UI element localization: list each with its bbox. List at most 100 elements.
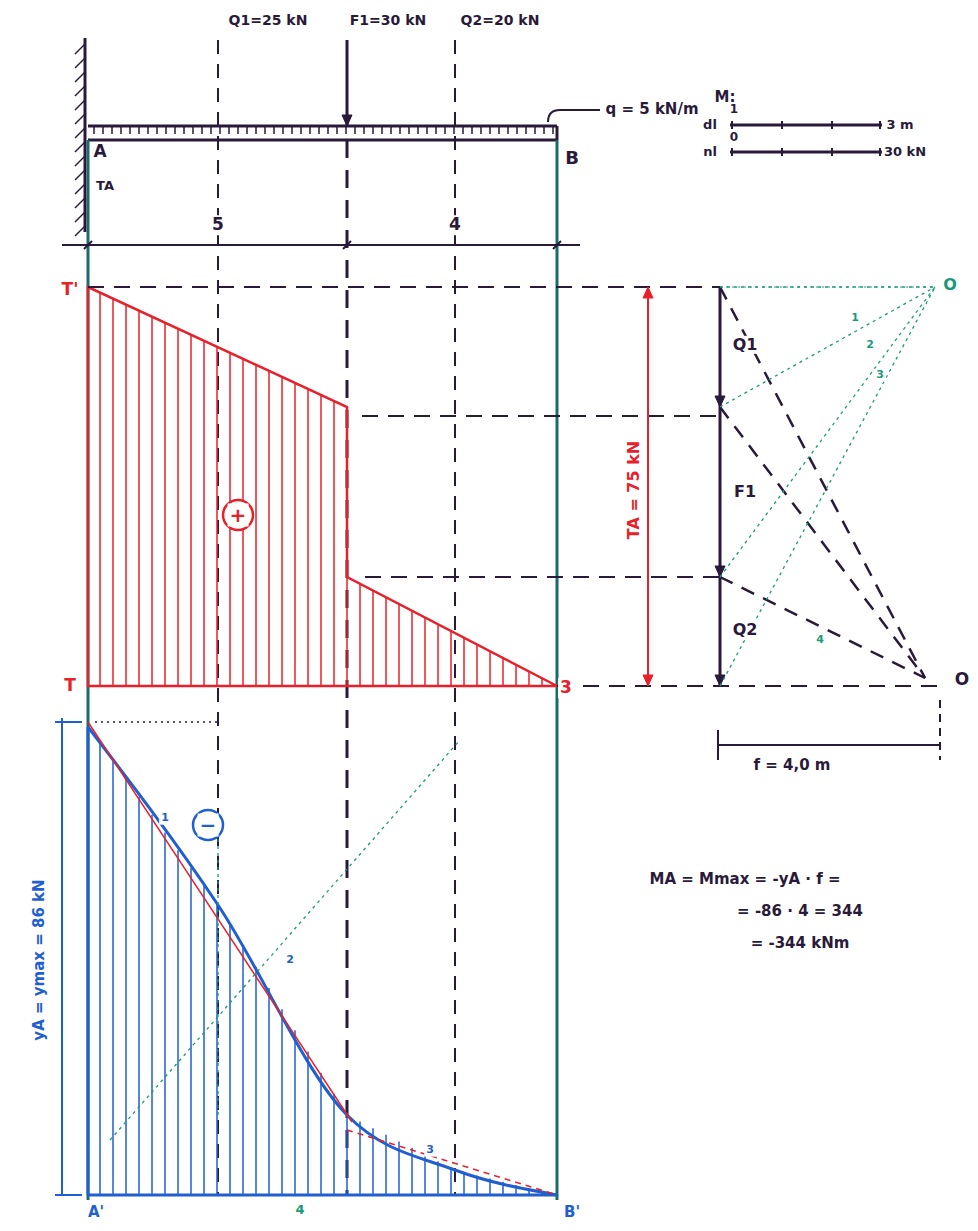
wall-hatch bbox=[75, 184, 85, 194]
dimension-tick bbox=[717, 730, 719, 760]
scale-tick bbox=[879, 148, 881, 156]
moment-diagram bbox=[88, 727, 557, 1195]
distributed-load-tick bbox=[210, 126, 212, 134]
distributed-load-tick bbox=[435, 126, 437, 134]
distributed-load-tick bbox=[138, 126, 140, 134]
arrow-head bbox=[643, 287, 653, 298]
distributed-load-tick bbox=[426, 126, 428, 134]
scale-tick bbox=[879, 121, 881, 129]
point-label: B' bbox=[562, 1204, 582, 1221]
distributed-load-tick bbox=[147, 126, 149, 134]
scale-tick bbox=[781, 121, 783, 129]
beam-edge bbox=[88, 139, 557, 142]
shear-diagram bbox=[88, 287, 557, 686]
scale-value: 3 m bbox=[884, 118, 915, 133]
moment-hatch bbox=[268, 988, 270, 1195]
formula: = -86 · 4 = 344 bbox=[735, 903, 865, 920]
distributed-load-tick bbox=[534, 126, 536, 134]
distributed-load-tick bbox=[300, 126, 302, 134]
distributed-load-tick bbox=[228, 126, 230, 134]
reaction-value: TA = 75 kN bbox=[625, 439, 643, 541]
reaction-label: TA bbox=[94, 179, 116, 194]
wall-hatch bbox=[75, 72, 85, 82]
ray-number: 2 bbox=[284, 954, 296, 967]
shear-hatch bbox=[489, 651, 491, 686]
load-line bbox=[346, 140, 349, 1195]
distributed-load-tick bbox=[336, 126, 338, 134]
auxiliary-line bbox=[110, 740, 460, 1140]
distributed-load-tick bbox=[390, 126, 392, 134]
moment-hatch bbox=[242, 946, 244, 1195]
projection-line bbox=[720, 286, 935, 287]
shear-hatch bbox=[398, 604, 400, 686]
distributed-load-tick bbox=[309, 126, 311, 134]
shear-hatch bbox=[385, 597, 387, 686]
shear-hatch bbox=[307, 389, 309, 686]
distributed-load-tick bbox=[273, 126, 275, 134]
load-leader bbox=[548, 110, 600, 122]
shear-hatch bbox=[463, 638, 465, 686]
wall-line bbox=[84, 38, 87, 232]
moment-hatch bbox=[320, 1073, 322, 1195]
wall-hatch bbox=[75, 212, 85, 222]
shear-hatch bbox=[320, 395, 322, 686]
distributed-load-tick bbox=[129, 126, 131, 134]
shear-hatch bbox=[99, 293, 101, 686]
point-label: B bbox=[563, 148, 581, 169]
pole-ray bbox=[720, 287, 935, 577]
wall-hatch bbox=[75, 142, 85, 152]
pole-ray bbox=[720, 577, 925, 678]
sign-circle bbox=[193, 810, 223, 840]
distributed-load-tick bbox=[120, 126, 122, 134]
distributed-load-tick bbox=[417, 126, 419, 134]
moment-hatch bbox=[112, 761, 114, 1195]
moment-hatch bbox=[138, 797, 140, 1195]
distributed-load-tick bbox=[372, 126, 374, 134]
distributed-load-tick bbox=[156, 126, 158, 134]
moment-hatch bbox=[437, 1161, 439, 1195]
projection-line bbox=[557, 685, 940, 687]
shear-hatch bbox=[151, 317, 153, 686]
distributed-load-tick bbox=[201, 126, 203, 134]
arrow-head bbox=[643, 675, 653, 686]
distributed-load-tick bbox=[111, 126, 113, 134]
auxiliary-line bbox=[95, 721, 218, 722]
dimension-tick bbox=[55, 721, 82, 723]
moment-hatch bbox=[333, 1094, 335, 1195]
ray-number: 1 bbox=[849, 312, 861, 325]
shear-hatch bbox=[268, 371, 270, 686]
arrow-head bbox=[715, 675, 725, 686]
distributed-load-tick bbox=[462, 126, 464, 134]
wall-hatch bbox=[75, 128, 85, 138]
ray-number: 2 bbox=[864, 339, 876, 352]
scale-value: 1 bbox=[728, 103, 740, 117]
shear-hatch bbox=[190, 335, 192, 686]
pole-ray bbox=[720, 287, 925, 678]
distributed-load-tick bbox=[552, 126, 554, 134]
dimension-line bbox=[62, 244, 580, 246]
force-label: Q1=25 kN bbox=[227, 12, 310, 28]
scale-label: nl bbox=[701, 145, 719, 160]
distributed-load-tick bbox=[444, 126, 446, 134]
wall-hatch bbox=[75, 58, 85, 68]
wall-hatch bbox=[75, 156, 85, 166]
distributed-load-tick bbox=[507, 126, 509, 134]
distributed-load-tick bbox=[516, 126, 518, 134]
moment-hatch bbox=[177, 850, 179, 1195]
sign-label: + bbox=[228, 504, 249, 527]
distributed-load-tick bbox=[318, 126, 320, 134]
wall-hatch bbox=[75, 86, 85, 96]
point-label: A bbox=[91, 142, 108, 162]
pole-distance: f = 4,0 m bbox=[752, 757, 833, 774]
force-arrow-head bbox=[342, 115, 352, 126]
distributed-load-tick bbox=[282, 126, 284, 134]
arrow-head bbox=[715, 566, 725, 577]
distributed-load-tick bbox=[498, 126, 500, 134]
distributed-load-tick bbox=[471, 126, 473, 134]
point-label: A' bbox=[86, 1204, 106, 1221]
shear-hatch bbox=[294, 383, 296, 686]
scale-bar bbox=[730, 151, 882, 154]
diagram-label: T' bbox=[60, 280, 81, 300]
beam-edge bbox=[88, 125, 557, 128]
